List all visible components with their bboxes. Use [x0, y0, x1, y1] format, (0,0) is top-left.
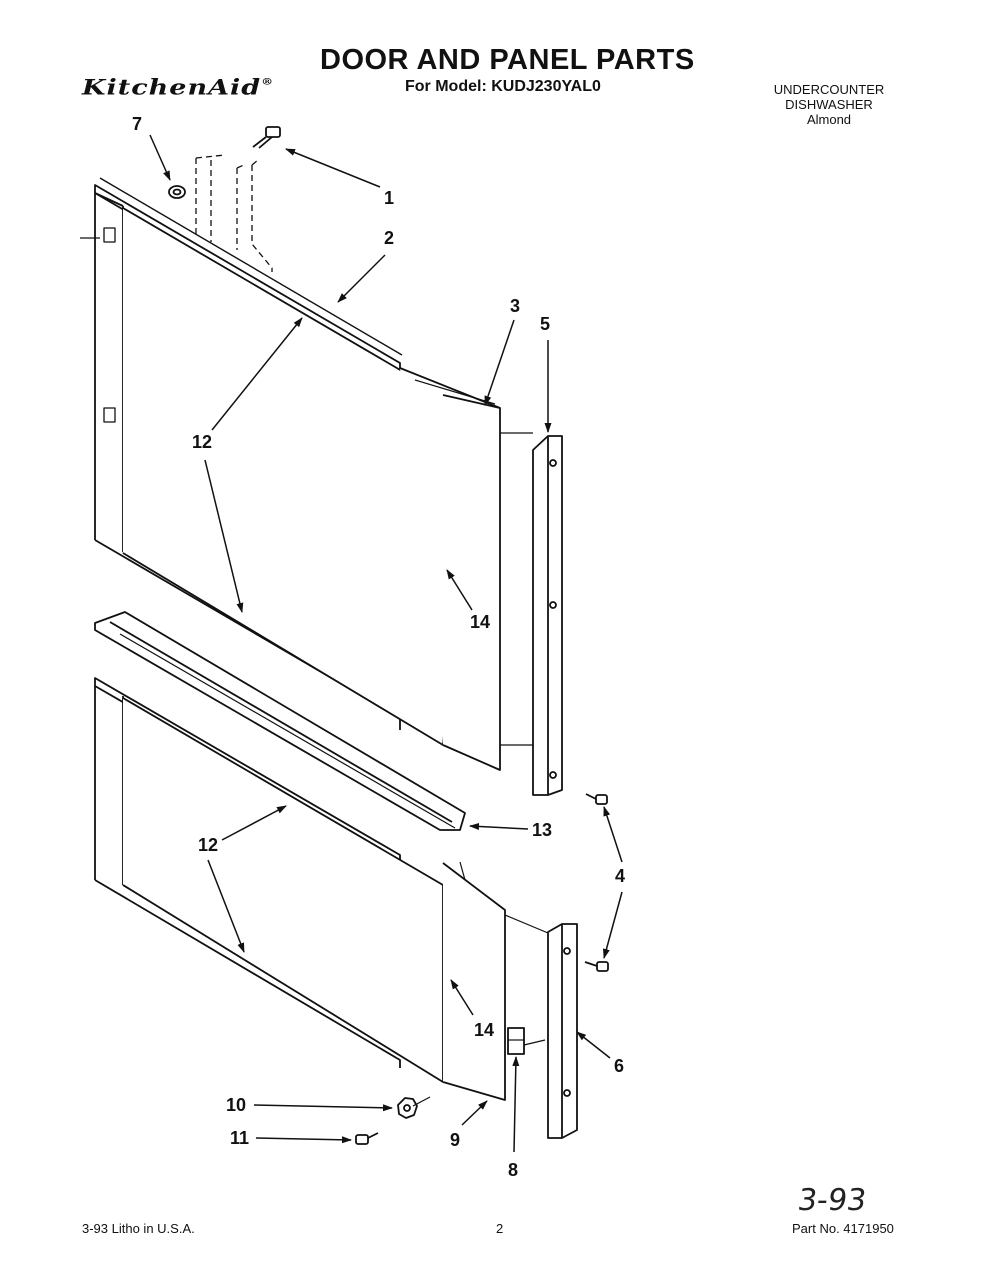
leader-10 [253, 1104, 393, 1112]
callout-12-upper-a: 12 [192, 432, 213, 452]
leader-8 [512, 1056, 520, 1153]
leader-3 [484, 319, 515, 406]
leader-14a [446, 569, 473, 611]
hinge-bracket-outline [195, 154, 273, 272]
leader-1 [285, 148, 381, 188]
appliance-type: UNDERCOUNTER DISHWASHER Almond [770, 82, 888, 127]
lower-front-panel [122, 697, 506, 1101]
top-spacer-part-7 [168, 185, 186, 199]
leader-9 [461, 1100, 488, 1126]
callout-11: 11 [230, 1128, 250, 1148]
trim-strip-part-13 [94, 611, 466, 831]
leader-12d [207, 859, 245, 953]
leader-14b [450, 979, 474, 1016]
leader-4a [603, 806, 623, 863]
bracket-part-8 [507, 1027, 525, 1055]
screw-part-4-upper [585, 793, 608, 805]
upper-side-trim-part-5 [500, 432, 563, 796]
leader-12a [211, 317, 303, 431]
page-title: DOOR AND PANEL PARTS [320, 44, 695, 76]
leader-12c [221, 805, 287, 841]
callout-12-lower-a: 12 [198, 835, 219, 855]
appliance-line-1: UNDERCOUNTER [773, 82, 885, 97]
callout-6: 6 [614, 1056, 625, 1076]
screw-part-4-lower [584, 961, 609, 972]
callout-13: 13 [532, 820, 553, 840]
print-info: 3-93 Litho in U.S.A. [82, 1221, 195, 1236]
leader-7 [149, 134, 171, 181]
brand-text: KitchenAid [82, 76, 262, 101]
callout-14-upper: 14 [470, 612, 491, 632]
callout-10: 10 [226, 1095, 247, 1115]
callout-9: 9 [450, 1130, 461, 1150]
callout-3: 3 [510, 296, 521, 316]
part-number: Part No. 4171950 [792, 1221, 894, 1236]
callout-2: 2 [384, 228, 395, 248]
registered-mark: ® [261, 76, 275, 87]
model-line: For Model: KUDJ230YAL0 [405, 78, 601, 95]
appliance-line-2: DISHWASHER [785, 97, 873, 112]
leader-2 [337, 254, 386, 303]
leader-13 [469, 822, 529, 830]
callout-5: 5 [540, 314, 551, 334]
callout-4: 4 [615, 866, 626, 886]
callout-1: 1 [384, 188, 395, 208]
leader-12b [204, 459, 244, 613]
leader-11 [255, 1136, 352, 1144]
handwritten-date: 3-93 [795, 1183, 869, 1218]
upper-front-panel [122, 207, 501, 771]
kitchenaid-logo: KitchenAid® [82, 76, 274, 100]
callout-14-lower: 14 [474, 1020, 495, 1040]
knob-part-10 [397, 1096, 431, 1119]
appliance-color: Almond [806, 112, 852, 127]
leader-4b [602, 891, 623, 959]
screw-part-11 [355, 1132, 379, 1145]
top-screw-part-1 [252, 126, 281, 149]
page-number: 2 [496, 1221, 504, 1236]
callout-8: 8 [508, 1160, 519, 1180]
lower-side-trim-part-6 [504, 914, 578, 1139]
leader-6 [576, 1031, 611, 1059]
callout-7: 7 [132, 114, 143, 134]
